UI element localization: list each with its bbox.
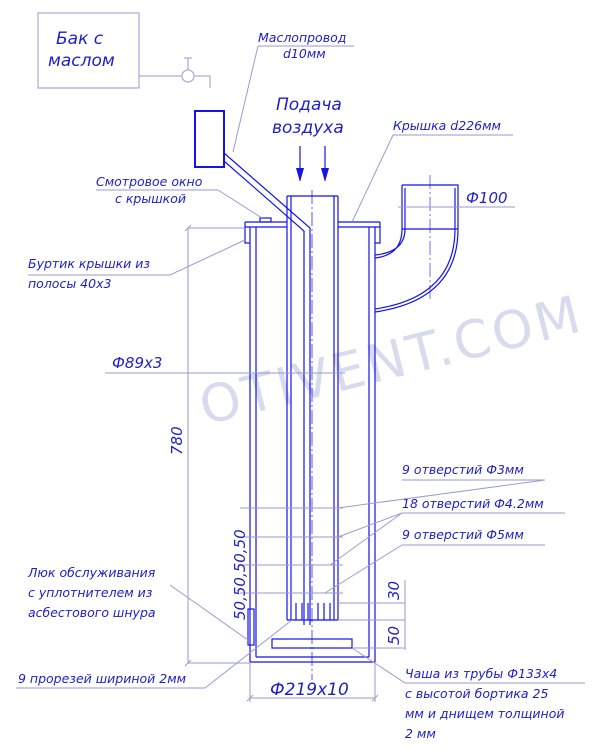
oil-pipe [223,152,311,625]
window-leader [96,189,263,219]
lid-label: Крышка d226мм [393,118,501,133]
holes-3-leader [337,479,546,509]
cup-label-2: с высотой бортика 25 [405,686,548,701]
oil-container [194,110,225,168]
cup-label-3: мм и днищем толщиной [405,706,565,721]
tank-label-1: Бак с [56,29,104,49]
spacing-label: 50,50,50,50 [231,529,249,620]
oil-pipe-leader [232,45,354,153]
rim-leader [28,239,246,276]
cup-leader [351,647,585,684]
hatch-label-2: с уплотнителем из [28,585,153,600]
hatch [247,608,255,646]
cup-label-4: 2 мм [405,726,436,741]
height-label: 780 [168,426,186,455]
cup-label-1: Чаша из трубы Ф133х4 [405,666,557,681]
window-label-2: с крышкой [115,191,186,206]
air-label-2: воздуха [272,118,344,138]
air-arrows [299,146,326,180]
inner-pipe-label: Ф89х3 [112,354,162,372]
cup [271,638,353,649]
outer-dim-line [246,662,379,702]
holes-42-label: 18 отверстий Ф4.2мм [402,496,544,511]
holes-5-leader [324,544,545,594]
outer-pipe-label: Ф219х10 [270,680,349,700]
watermark: OTIVENT.COM [194,284,589,437]
holes-42-leader [329,512,565,566]
oil-tank-box [37,12,140,89]
window-label-1: Смотровое окно [96,174,203,189]
rim-label-1: Буртик крышки из [28,256,150,271]
lid-leader [351,134,513,223]
tank-label-2: маслом [48,51,115,71]
valve-line [139,57,211,88]
hatch-leader [169,584,249,641]
viewing-window [259,217,272,223]
air-tube [286,195,339,621]
slots-leader [16,619,293,689]
outer-pipe [249,227,376,663]
height-dim-line [184,224,250,667]
hatch-label-3: асбестового шнура [28,605,156,620]
oil-pipe-label-2: d10мм [283,46,326,61]
dim-50-label: 50 [385,626,403,645]
holes-5-label: 9 отверстий Ф5мм [402,527,524,542]
lid [244,221,381,244]
bottom-dim-lines [338,580,406,650]
hatch-label-1: Люк обслуживания [27,565,156,580]
dim-30-label: 30 [385,581,403,600]
outlet-elbow [374,184,459,313]
oil-pipe-label-1: Маслопровод [258,30,346,45]
hole-rows [240,507,343,594]
rim-label-2: полосы 40х3 [28,276,111,291]
slots-label: 9 прорезей шириной 2мм [18,671,186,686]
slots [295,603,331,620]
arrow-down-icon [296,168,329,182]
air-label-1: Подача [276,95,342,115]
valve-icon [181,69,195,83]
outlet-dim-label: Ф100 [466,189,508,207]
holes-3-label: 9 отверстий Ф3мм [402,462,524,477]
